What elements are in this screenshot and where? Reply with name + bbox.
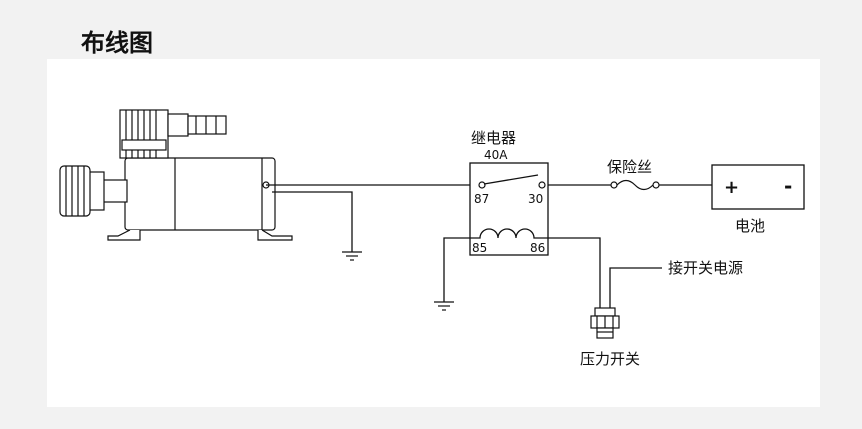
pressure-switch (590, 307, 620, 339)
pressure-switch-label: 压力开关 (580, 350, 640, 368)
battery (711, 164, 805, 210)
relay-label: 继电器 (471, 129, 516, 147)
relay-pin-87: 87 (474, 192, 489, 206)
battery-label: 电池 (735, 217, 765, 235)
battery-plus-icon: + (724, 177, 739, 198)
relay-rating: 40A (484, 148, 508, 162)
wires (266, 184, 712, 308)
ground-symbol-compressor (342, 251, 362, 261)
relay-pin-30: 30 (528, 192, 543, 206)
fuse-label: 保险丝 (607, 158, 652, 176)
battery-minus-icon: - (784, 174, 792, 198)
relay (469, 162, 549, 256)
page-title: 布线图 (81, 29, 153, 57)
ground-symbol-relay (434, 301, 454, 311)
air-compressor (59, 109, 293, 241)
relay-pin-86: 86 (530, 241, 545, 255)
fuse (610, 179, 660, 191)
relay-pin-85: 85 (472, 241, 487, 255)
switch-power-label: 接开关电源 (668, 259, 743, 277)
